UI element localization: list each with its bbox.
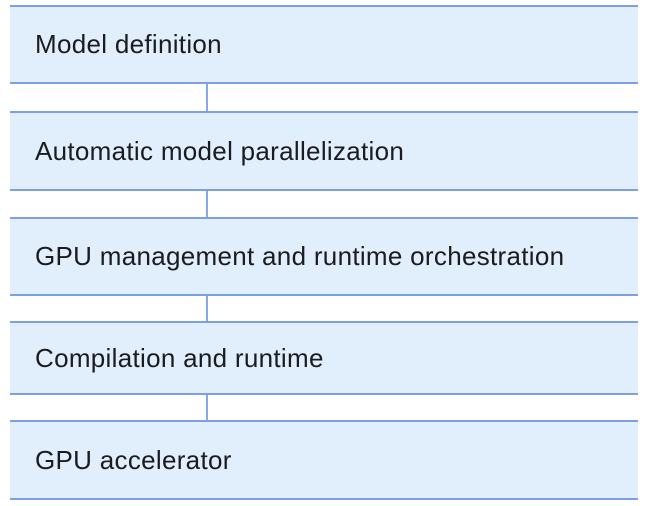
connector-line-1	[206, 84, 208, 111]
layer-box-model-definition: Model definition	[10, 5, 638, 84]
layer-label: GPU accelerator	[35, 444, 232, 475]
layer-label: Model definition	[35, 29, 222, 59]
connector-line-2	[206, 191, 208, 217]
connector-line-3	[206, 296, 208, 321]
layer-label: GPU management and runtime orchestration	[35, 241, 565, 271]
layer-label: Automatic model parallelization	[35, 135, 405, 166]
layer-box-gpu-accelerator: GPU accelerator	[10, 420, 638, 500]
layer-box-gpu-management-runtime-orchestration: GPU management and runtime orchestration	[10, 217, 638, 296]
connector-line-4	[206, 395, 208, 420]
layer-box-automatic-model-parallelization: Automatic model parallelization	[10, 111, 638, 191]
layer-box-compilation-and-runtime: Compilation and runtime	[10, 321, 638, 395]
layer-label: Compilation and runtime	[35, 342, 324, 373]
